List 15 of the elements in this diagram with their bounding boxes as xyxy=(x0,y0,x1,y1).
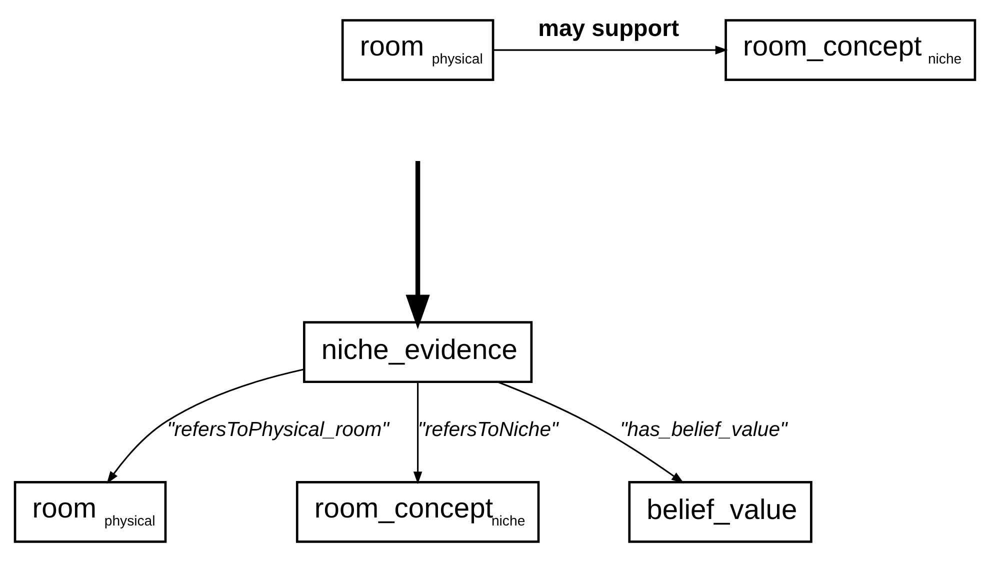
arrow xyxy=(498,381,684,484)
arrow xyxy=(413,382,422,484)
node-box: room_concept $_{niche}$ xyxy=(724,19,976,81)
edge-label: "refersToNiche" xyxy=(418,418,558,441)
node-box: niche_evidence xyxy=(303,321,533,384)
arrow xyxy=(106,368,304,484)
arrow xyxy=(493,46,728,54)
edge-label: may support xyxy=(538,14,680,41)
node-box: room $_{physical}$ xyxy=(341,19,494,81)
edge-label: "refersToPhysical_room" xyxy=(167,418,389,441)
edge-label: "has_belief_value" xyxy=(620,418,788,441)
arrow xyxy=(406,161,430,330)
node-box: room $_{physical}$ xyxy=(14,481,167,543)
node-box: belief_value xyxy=(628,481,812,543)
node-box: room_concept$_{niche}$ xyxy=(296,481,540,543)
